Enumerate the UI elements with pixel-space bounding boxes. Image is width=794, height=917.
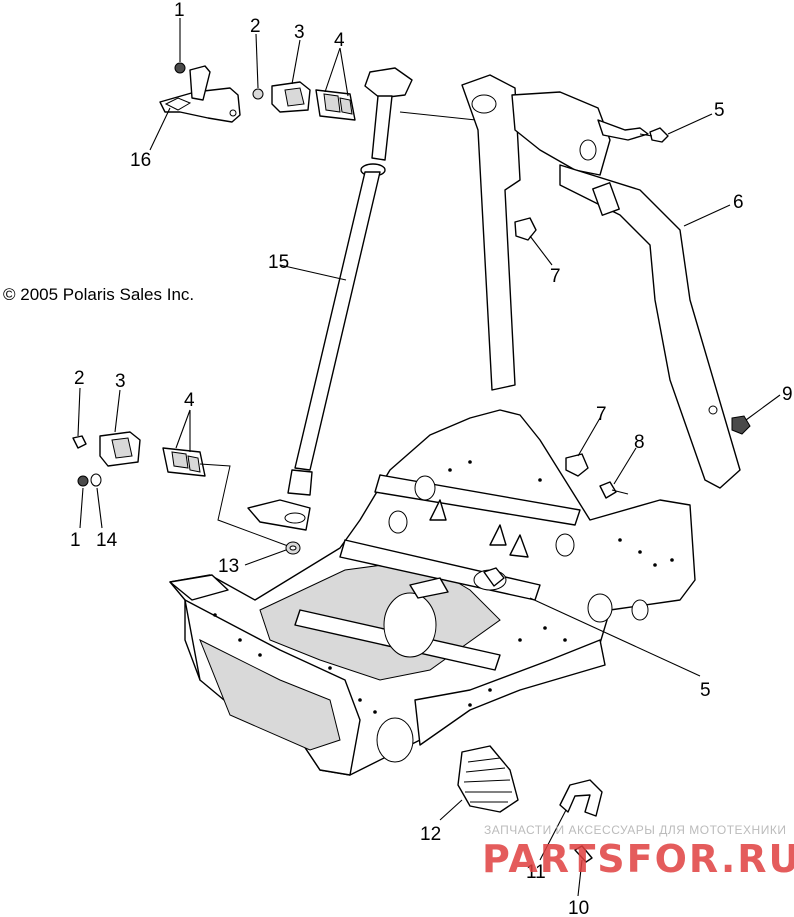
callout-16: 16 [130, 150, 151, 171]
callout-8: 8 [634, 432, 645, 453]
part-16-bracket [159, 65, 241, 123]
part-14-washer [90, 473, 102, 487]
callout-4-top: 4 [334, 30, 345, 51]
part-4-bushing-top [315, 89, 356, 121]
callout-5-lower: 5 [700, 680, 711, 701]
callout-3-top: 3 [294, 22, 305, 43]
part-2-bolt-top [252, 88, 264, 100]
part-11-clamp [559, 779, 603, 817]
callout-13: 13 [218, 556, 239, 577]
watermark-brand: PARTSFOR.RU [482, 837, 794, 881]
part-13-washer [285, 541, 301, 555]
callout-9: 9 [782, 384, 793, 405]
part-4-bushing-left [162, 447, 289, 547]
part-15-strut [247, 67, 571, 531]
callout-1-top: 1 [174, 0, 185, 21]
part-2-bolt-left [72, 435, 87, 449]
watermark-tagline: ЗАПЧАСТИ И АКСЕССУАРЫ ДЛЯ МОТОТЕХНИКИ [484, 823, 786, 837]
callout-14: 14 [96, 530, 118, 551]
part-3-clamp-top [271, 81, 311, 113]
part-7-clip-lower [565, 453, 589, 477]
part-6-rear-hoop [461, 74, 741, 489]
leader-lines [77, 18, 781, 897]
part-9-nut [731, 415, 751, 435]
callout-2-top: 2 [250, 16, 261, 37]
callout-3-left: 3 [115, 371, 126, 392]
callout-6: 6 [733, 192, 744, 213]
callout-15: 15 [268, 252, 289, 273]
part-10-screw [574, 845, 593, 863]
part-1-nut-left [77, 475, 89, 487]
callout-11: 11 [526, 862, 546, 883]
part-7-clip-upper [514, 217, 537, 241]
part-5-bolt-top [639, 127, 669, 143]
callout-2-left: 2 [74, 368, 85, 389]
callout-10: 10 [568, 898, 589, 917]
callout-1-left: 1 [70, 530, 81, 551]
callouts: 1 2 3 4 5 6 16 15 7 2 3 4 9 7 8 1 14 13 … [70, 0, 793, 917]
callout-5-top: 5 [714, 100, 725, 121]
copyright-text: © 2005 Polaris Sales Inc. [3, 285, 194, 304]
main-frame [169, 409, 696, 776]
callout-7-upper: 7 [550, 266, 561, 287]
callout-7-lower: 7 [596, 404, 607, 425]
callout-12: 12 [420, 824, 441, 845]
callout-4-left: 4 [184, 390, 195, 411]
part-12-boot [457, 745, 519, 813]
part-3-clamp-left [99, 431, 141, 467]
part-8-bolt [599, 481, 629, 499]
part-1-nut-top [174, 62, 186, 74]
part-5-bolt-lower [483, 567, 505, 587]
watermark: ЗАПЧАСТИ И АКСЕССУАРЫ ДЛЯ МОТОТЕХНИКИ PA… [482, 823, 794, 881]
